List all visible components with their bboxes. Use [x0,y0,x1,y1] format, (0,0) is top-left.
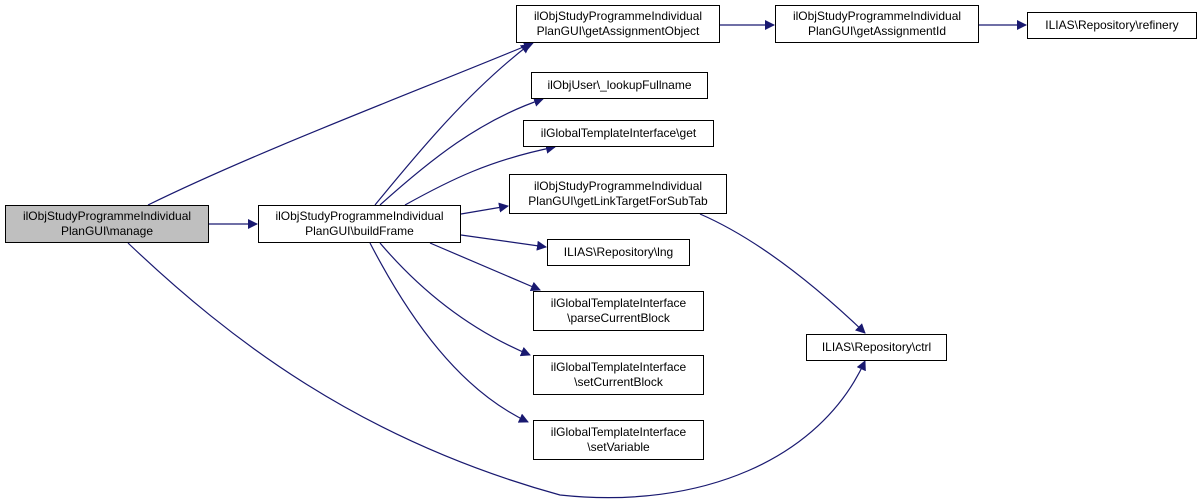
node-label: \parseCurrentBlock [567,311,670,325]
node-label: \setCurrentBlock [574,375,663,389]
node-label: ILIAS\Repository\refinery [1045,18,1179,32]
node-label: PlanGUI\manage [60,224,154,238]
node-label: ilGlobalTemplateInterface [550,296,687,310]
node-label: PlanGUI\getLinkTargetForSubTab [528,194,708,208]
node-repository-ctrl[interactable]: ILIAS\Repository\ctrl [806,334,947,361]
edge-manage-to-getAssignmentObject [147,41,534,206]
node-set-variable[interactable]: ilGlobalTemplateInterface\setVariable [533,420,704,460]
node-parse-current-block[interactable]: ilGlobalTemplateInterface\parseCurrentBl… [533,291,704,331]
node-repository-refinery[interactable]: ILIAS\Repository\refinery [1027,12,1197,39]
node-label: ilObjStudyProgrammeIndividual [22,209,192,223]
node-set-current-block[interactable]: ilGlobalTemplateInterface\setCurrentBloc… [533,355,704,395]
node-label: ilGlobalTemplateInterface [550,425,687,439]
node-label: ilObjStudyProgrammeIndividual [275,209,444,223]
edge-getLinkTargetForSubTab-to-ctrl [699,213,866,334]
node-label: ilObjStudyProgrammeIndividual [533,9,703,23]
edge-buildFrame-to-lng [460,234,547,251]
edge-buildFrame-to-getAssignmentObject [374,43,531,206]
edge-buildFrame-to-lookupFullname [379,97,544,206]
edge-buildFrame-to-parseCurrentBlock [429,242,541,292]
node-label: ilObjUser\_lookupFullname [547,78,692,92]
node-label: PlanGUI\getAssignmentId [807,24,947,38]
edge-buildFrame-to-getLinkTargetForSubTab [460,202,509,215]
node-label: ILIAS\Repository\ctrl [821,340,932,354]
node-label: \setVariable [587,440,650,454]
node-label: ilGlobalTemplateInterface [550,360,687,374]
node-label: ilGlobalTemplateInterface\get [540,126,697,140]
edge-buildFrame-to-get [404,143,556,206]
edge-buildFrame-to-setCurrentBlock [379,242,531,357]
node-label: ilObjStudyProgrammeIndividual [533,179,703,193]
edge-manage-to-ctrl [127,242,866,499]
node-label: PlanGUI\getAssignmentObject [536,24,700,38]
node-label: PlanGUI\buildFrame [305,224,414,238]
node-lookup-fullname[interactable]: ilObjUser\_lookupFullname [531,72,708,99]
node-repository-lng[interactable]: ILIAS\Repository\lng [547,239,690,266]
edge-buildFrame-to-setVariable [369,242,529,423]
node-label: ILIAS\Repository\lng [563,245,674,259]
node-template-get[interactable]: ilGlobalTemplateInterface\get [523,120,714,147]
node-label: ilObjStudyProgrammeIndividual [792,9,962,23]
